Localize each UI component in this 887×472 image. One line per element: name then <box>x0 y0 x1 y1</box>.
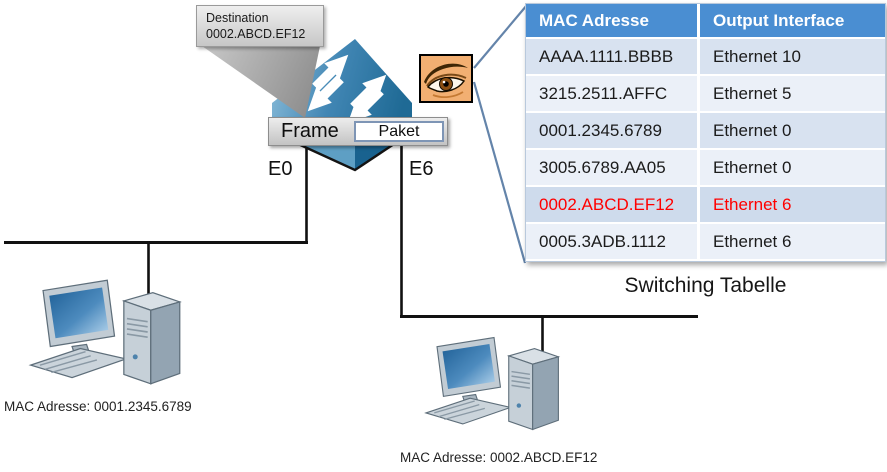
paket-box: Paket <box>354 121 444 142</box>
mac-cell: 3005.6789.AA05 <box>526 150 697 185</box>
mac-cell: AAAA.1111.BBBB <box>526 39 697 74</box>
header-mac: MAC Adresse <box>526 4 697 37</box>
callout-line1: Destination <box>206 11 269 25</box>
table-row: 0005.3ADB.1112 Ethernet 6 <box>526 224 885 259</box>
interface-cell: Ethernet 6 <box>700 224 885 259</box>
view-cone-lines <box>472 4 528 264</box>
frame-bar: Frame Paket <box>268 117 448 146</box>
port-label-e6: E6 <box>409 158 434 180</box>
interface-cell: Ethernet 6 <box>700 187 885 222</box>
interface-cell: Ethernet 10 <box>700 39 885 74</box>
frame-label: Frame <box>281 120 339 142</box>
table-row-highlighted: 0002.ABCD.EF12 Ethernet 6 <box>526 187 885 222</box>
table-header-row: MAC Adresse Output Interface <box>526 4 885 37</box>
ethernet-wires <box>4 146 698 358</box>
destination-callout: Destination 0002.ABCD.EF12 <box>196 5 324 47</box>
table-row: AAAA.1111.BBBB Ethernet 10 <box>526 39 885 74</box>
host-mac-label-right: MAC Adresse: 0002.ABCD.EF12 <box>400 450 598 465</box>
table-row: 3215.2511.AFFC Ethernet 5 <box>526 76 885 111</box>
port-label-e0: E0 <box>268 158 293 180</box>
mac-cell: 0005.3ADB.1112 <box>526 224 697 259</box>
interface-cell: Ethernet 5 <box>700 76 885 111</box>
interface-cell: Ethernet 0 <box>700 113 885 148</box>
mac-cell: 0001.2345.6789 <box>526 113 697 148</box>
mac-cell: 0002.ABCD.EF12 <box>526 187 697 222</box>
computer-icon <box>425 336 560 431</box>
switching-table: MAC Adresse Output Interface AAAA.1111.B… <box>525 3 886 262</box>
eye-icon <box>419 54 473 103</box>
computer-icon <box>29 279 181 385</box>
interface-cell: Ethernet 0 <box>700 150 885 185</box>
host-mac-label-left: MAC Adresse: 0001.2345.6789 <box>4 399 192 414</box>
table-row: 0001.2345.6789 Ethernet 0 <box>526 113 885 148</box>
callout-line2: 0002.ABCD.EF12 <box>206 27 306 42</box>
mac-cell: 3215.2511.AFFC <box>526 76 697 111</box>
header-interface: Output Interface <box>700 4 885 37</box>
table-row: 3005.6789.AA05 Ethernet 0 <box>526 150 885 185</box>
table-caption: Switching Tabelle <box>624 274 787 297</box>
